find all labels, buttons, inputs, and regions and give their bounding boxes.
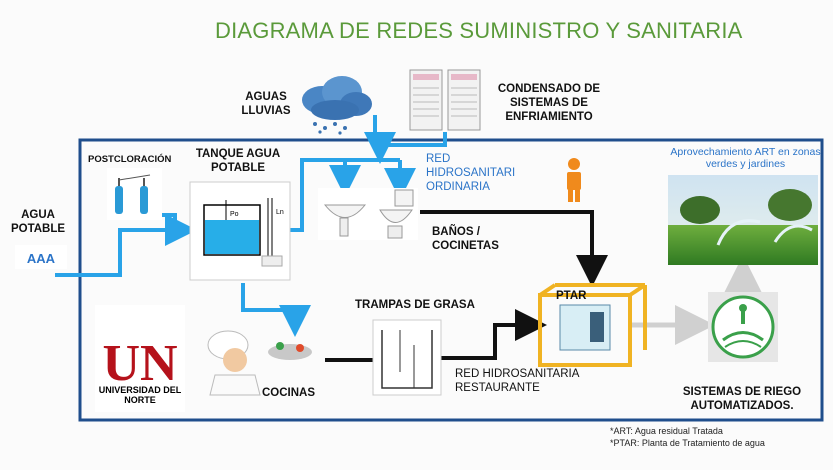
label-trampas: TRAMPAS DE GRASA [355,299,475,311]
condenser-units-icon [409,69,481,131]
ptar-plant-icon [538,283,647,367]
label-tanque: TANQUE AGUA POTABLE [195,148,281,174]
un-logo-text: UN [102,335,177,392]
chef-kitchen-icon [207,330,312,396]
note-ptar: *PTAR: Planta de Tratamiento de agua [610,438,765,448]
label-postcloracion: POSTCLORACIÓN [88,154,172,165]
system-boundary [78,138,824,422]
label-ptar: PTAR [556,290,587,302]
label-condensado: CONDENSADO DE SISTEMAS DE ENFRIAMIENTO [497,83,601,123]
sink-toilet-icon [318,188,418,240]
chlorine-cylinders-icon [107,168,162,220]
diagram-title: DIAGRAMA DE REDES SUMINISTRO Y SANITARIA [215,18,743,43]
aaa-logo-text: AAA [27,251,56,266]
person-icon [567,158,581,202]
tank-po-label: Po [230,211,239,218]
rain-cloud-icon [302,76,372,135]
water-tank-icon [189,181,291,281]
label-banos: BAÑOS / COCINETAS [432,226,499,252]
tank-side-label: Ln [276,209,284,216]
garden-irrigation-photo [668,175,818,265]
label-universidad: UNIVERSIDAD DEL NORTE [98,385,182,405]
wastewater-network [325,210,608,362]
label-agua-potable: AGUA POTABLE [10,209,66,235]
aaa-logo-mark: AAA [15,245,67,269]
note-art: *ART: Agua residual Tratada [610,426,723,436]
irrigation-system-icon [708,292,778,362]
label-aprovechamiento: Aprovechamiento ART en zonas verdes y ja… [670,146,821,170]
label-red-restaurante: RED HIDROSANITARIA RESTAURANTE [455,368,579,394]
label-cocinas: COCINAS [262,387,316,399]
label-red-ordinaria: RED HIDROSANITARI ORDINARIA [426,153,516,193]
grease-trap-icon [372,319,442,396]
un-logo-mark: UN [95,305,185,412]
label-sistemas-riego: SISTEMAS DE RIEGO AUTOMATIZADOS. [682,386,802,412]
label-aguas-lluvias: AGUAS LLUVIAS [241,91,291,117]
